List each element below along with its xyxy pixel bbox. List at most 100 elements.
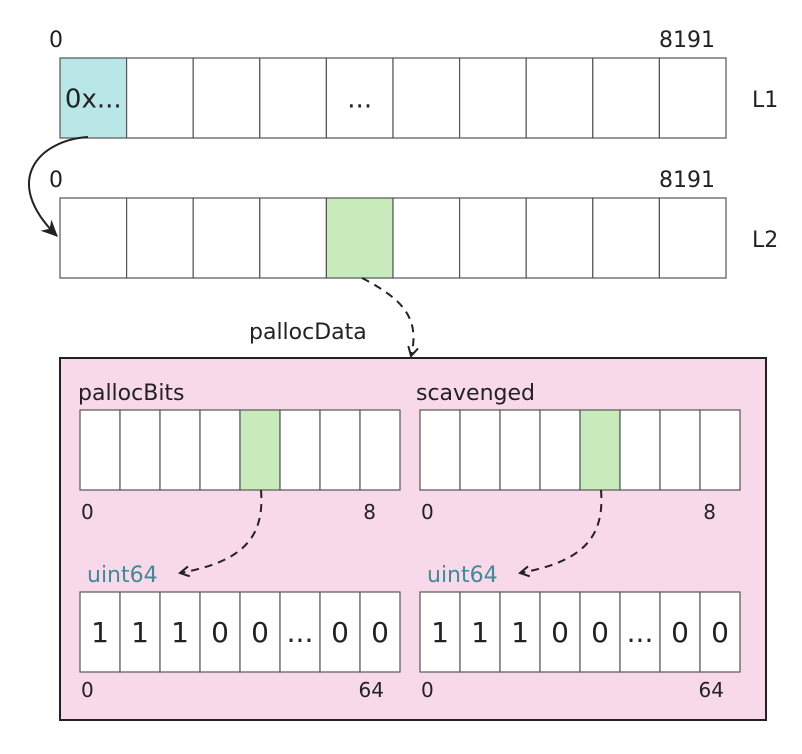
- palloc-bits-word-cell: [199, 591, 241, 673]
- palloc-bits-cell: [239, 409, 281, 491]
- scavenged-word-cell: [659, 591, 701, 673]
- scavenged-word-cell-value: 0: [551, 616, 569, 649]
- palloc-bits-title: pallocBits: [78, 381, 185, 406]
- scavenged-cell: [699, 409, 741, 491]
- palloc-bits-word-cell-value: 1: [131, 616, 149, 649]
- scavenged-word-cell-value: 0: [591, 616, 609, 649]
- scavenged-word-cell: [579, 591, 621, 673]
- palloc-bits-word-cell-value: 0: [371, 616, 389, 649]
- scavenged-title: scavenged: [416, 381, 535, 406]
- l2-cells: [59, 197, 727, 279]
- scavenged-cell: [619, 409, 661, 491]
- l2-array: 0 8191 L2: [49, 168, 778, 279]
- l2-cell: [525, 197, 594, 279]
- l1-start-index: 0: [49, 28, 63, 53]
- l2-cell: [592, 197, 660, 279]
- palloc-bits-word-cell: [319, 591, 361, 673]
- palloc-bits-start-index: 0: [81, 500, 94, 524]
- l1-cell-value: 0x...: [65, 84, 122, 114]
- l1-end-index: 8191: [659, 28, 715, 53]
- l1-cell: [192, 57, 261, 139]
- l2-start-index: 0: [49, 168, 63, 193]
- palloc-bits-word-cell-value: 1: [171, 616, 189, 649]
- l1-array: 0 8191 0x...... L1: [49, 28, 778, 139]
- l1-cell: [59, 57, 128, 139]
- l1-label: L1: [752, 88, 778, 113]
- l2-cell: [658, 197, 727, 279]
- scavenged-cell: [419, 409, 461, 491]
- palloc-bits-word-cell-value: 1: [91, 616, 109, 649]
- l1-cell: [592, 57, 660, 139]
- scavenged-cell: [459, 409, 501, 491]
- scavenged-start-index: 0: [421, 500, 434, 524]
- scavenged-cell: [499, 409, 541, 491]
- palloc-bits-cell: [199, 409, 241, 491]
- scavenged-cell: [659, 409, 701, 491]
- palloc-bits-cell: [359, 409, 401, 491]
- l1-cell: [658, 57, 727, 139]
- scavenged-word-type-label: uint64: [427, 563, 498, 588]
- palloc-bits-word-cell-value: 0: [251, 616, 269, 649]
- scavenged-word-cell-value: 0: [671, 616, 689, 649]
- palloc-bits-word-cell: [359, 591, 401, 673]
- l2-cell: [325, 197, 394, 279]
- palloc-bits-word-cell: [239, 591, 281, 673]
- l1-cell: [459, 57, 527, 139]
- palloc-bits-word-type-label: uint64: [87, 563, 158, 588]
- palloc-bits-word-start-index: 0: [81, 678, 94, 702]
- palloc-bits-word-arrow: [180, 489, 263, 573]
- scavenged-cell: [579, 409, 621, 491]
- l2-end-index: 8191: [659, 168, 715, 193]
- l2-label: L2: [752, 228, 778, 253]
- l2-cell: [125, 197, 194, 279]
- l1-cell: [259, 57, 327, 139]
- scavenged-end-index: 8: [703, 500, 716, 524]
- scavenged-word-cell: [539, 591, 581, 673]
- palloc-bits-word-cell-value: 0: [211, 616, 229, 649]
- scavenged-word-cell: [459, 591, 501, 673]
- palloc-bits-cell: [319, 409, 361, 491]
- scavenged-word-cell-value: 1: [471, 616, 489, 649]
- scavenged-word-cell-value: ...: [627, 616, 654, 649]
- palloc-bits-word-cell: [279, 591, 321, 673]
- scavenged-word-cell: [699, 591, 741, 673]
- palloc-bits-cell: [79, 409, 121, 491]
- l1-cell: [125, 57, 194, 139]
- l2-cell: [392, 197, 461, 279]
- palloc-bits-cell: [119, 409, 161, 491]
- l1-cell: [325, 57, 394, 139]
- palloc-bits-cells: [79, 409, 401, 491]
- palloc-bits-word-cell-value: ...: [287, 616, 314, 649]
- l2-cell: [259, 197, 327, 279]
- scavenged-word-start-index: 0: [421, 678, 434, 702]
- palloc-bits-cell: [279, 409, 321, 491]
- l2-cell: [59, 197, 128, 279]
- l1-cell: [392, 57, 461, 139]
- l1-cells: 0x......: [59, 57, 727, 139]
- palloc-bits-word-cell: [159, 591, 201, 673]
- palloc-bits-end-index: 8: [363, 500, 376, 524]
- l2-cell: [192, 197, 261, 279]
- l1-cell-value: ...: [347, 84, 372, 114]
- palloc-data-label: pallocData: [249, 320, 367, 345]
- palloc-bits-word-cell: [79, 591, 121, 673]
- scavenged-cell: [539, 409, 581, 491]
- l1-cell: [525, 57, 594, 139]
- palloc-bits-cell: [159, 409, 201, 491]
- l1-to-l2-arrow: [27, 136, 89, 237]
- l2-to-palloc-data-arrow: [361, 277, 414, 356]
- scavenged-word-cell-value: 1: [431, 616, 449, 649]
- scavenged-word-cell-value: 0: [711, 616, 729, 649]
- palloc-bits-word-end-index: 64: [359, 678, 384, 702]
- scavenged-word-end-index: 64: [699, 678, 724, 702]
- l2-cell: [459, 197, 527, 279]
- scavenged-word-arrow: [520, 489, 603, 573]
- scavenged-cells: [419, 409, 741, 491]
- palloc-bits-word-cell-value: 0: [331, 616, 349, 649]
- scavenged-word-cell-value: 1: [511, 616, 529, 649]
